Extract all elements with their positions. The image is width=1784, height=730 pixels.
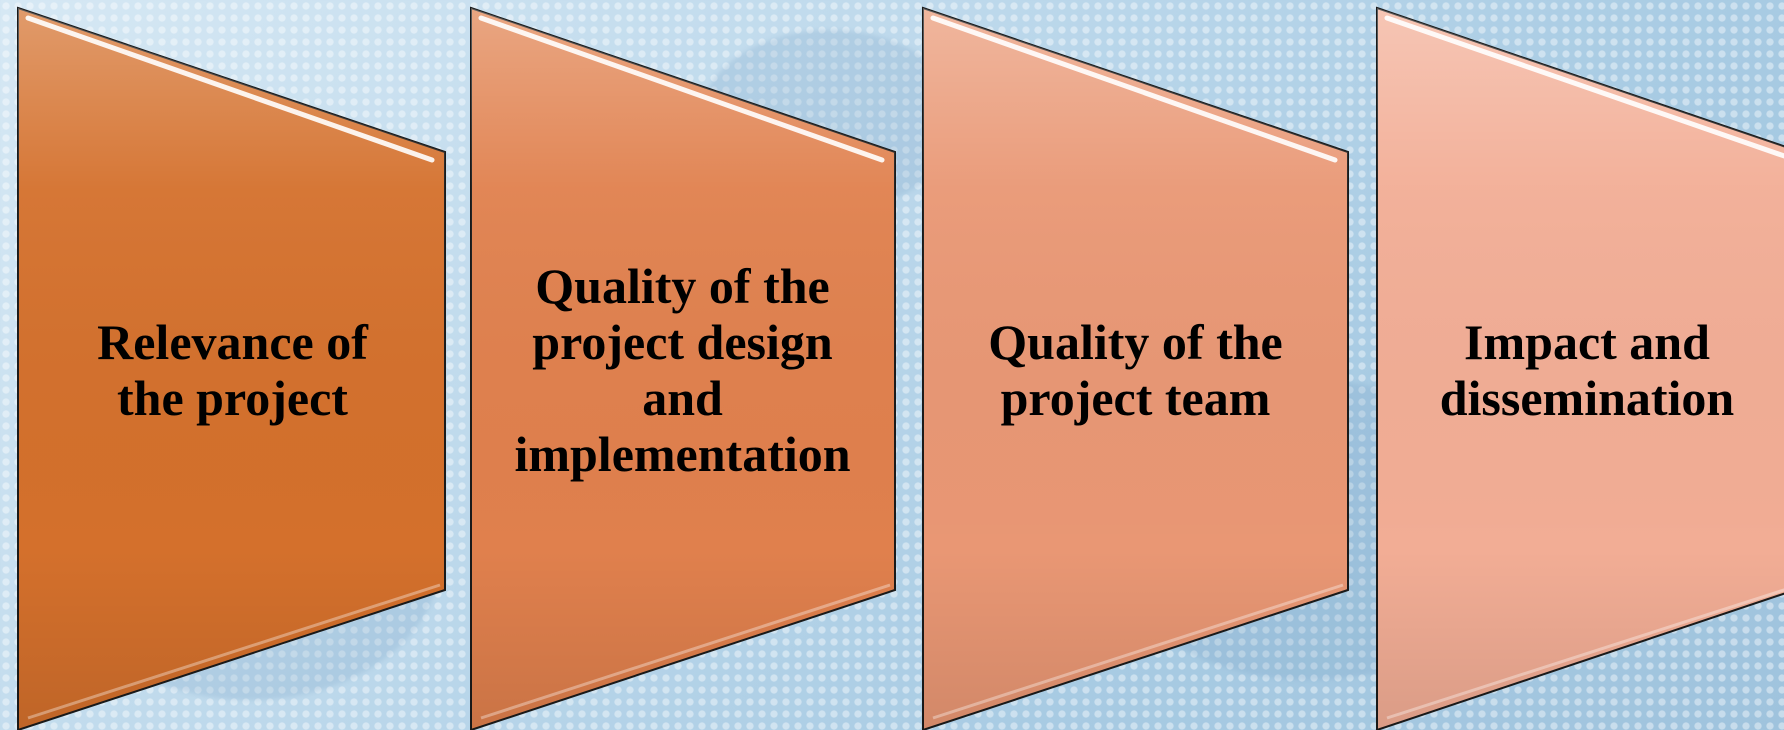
panel-3-label: Quality of the project team (933, 270, 1338, 470)
panel-2-label-line-4: implementation (514, 426, 851, 482)
panel-3-label-line-1: Quality of the (988, 314, 1283, 370)
panel-1-label-line-1: Relevance of (97, 314, 368, 370)
panel-2-label: Quality of the project design and implem… (480, 230, 885, 510)
panel-3-label-line-2: project team (1000, 370, 1271, 426)
panel-quality-design (470, 6, 896, 730)
panel-quality-team (922, 6, 1349, 730)
panel-1-label: Relevance of the project (30, 270, 435, 470)
panel-impact (1376, 6, 1784, 730)
panel-relevance (17, 6, 446, 730)
panel-4-label-line-1: Impact and (1464, 314, 1710, 370)
panel-4-label-line-2: dissemination (1439, 370, 1735, 426)
panel-2-label-line-3: and (642, 370, 723, 426)
panel-2-label-line-2: project design (532, 314, 833, 370)
panel-2-label-line-1: Quality of the (535, 258, 830, 314)
panel-4-label: Impact and dissemination (1387, 270, 1784, 470)
panel-1-label-line-2: the project (117, 370, 348, 426)
